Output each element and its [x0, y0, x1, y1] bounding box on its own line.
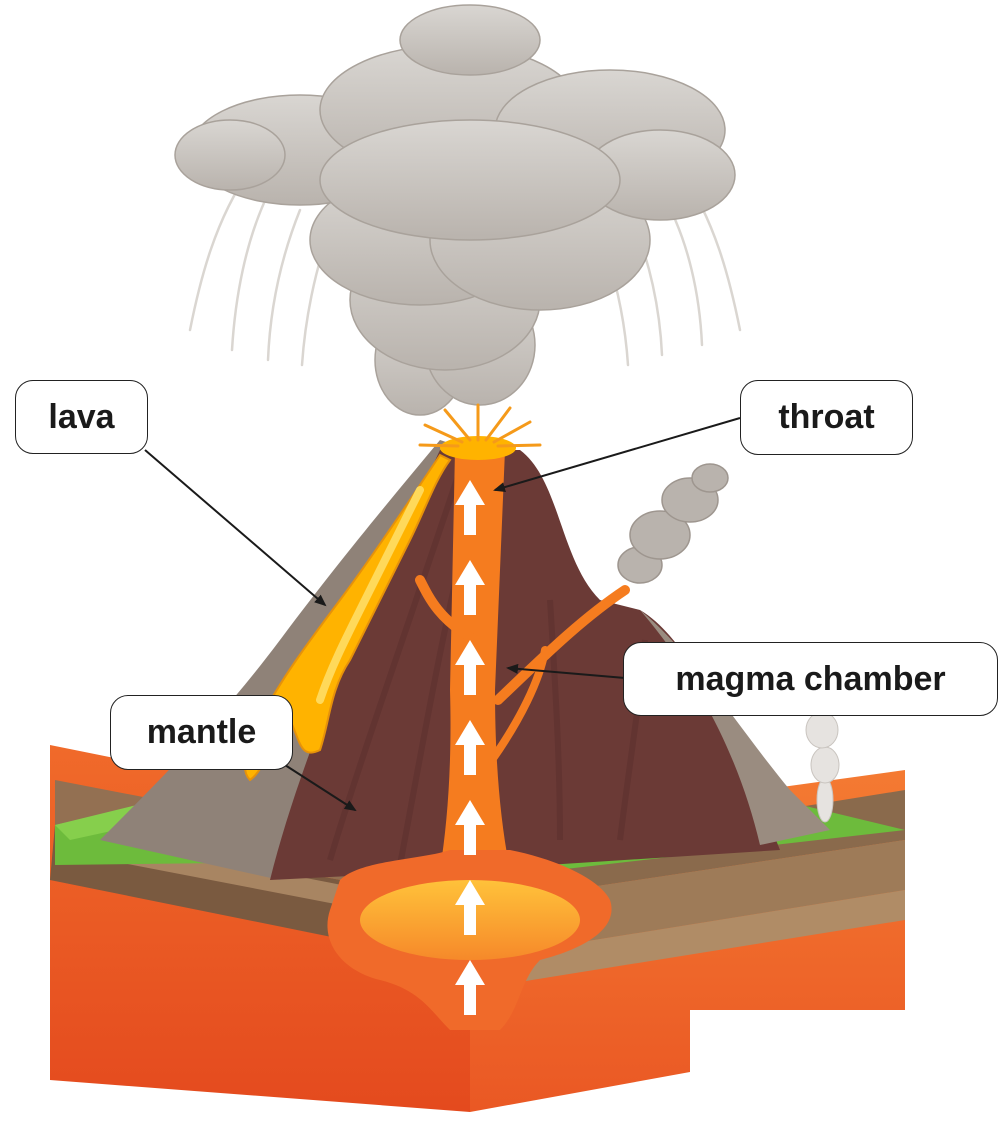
magma-chamber-label: magma chamber: [623, 642, 998, 716]
lava-leader-line: [145, 450, 325, 605]
lava-label: lava: [15, 380, 148, 454]
smoke-cloud: [175, 5, 740, 415]
mantle-label: mantle: [110, 695, 293, 770]
throat-label: throat: [740, 380, 913, 455]
side-vent-smoke: [618, 464, 728, 583]
